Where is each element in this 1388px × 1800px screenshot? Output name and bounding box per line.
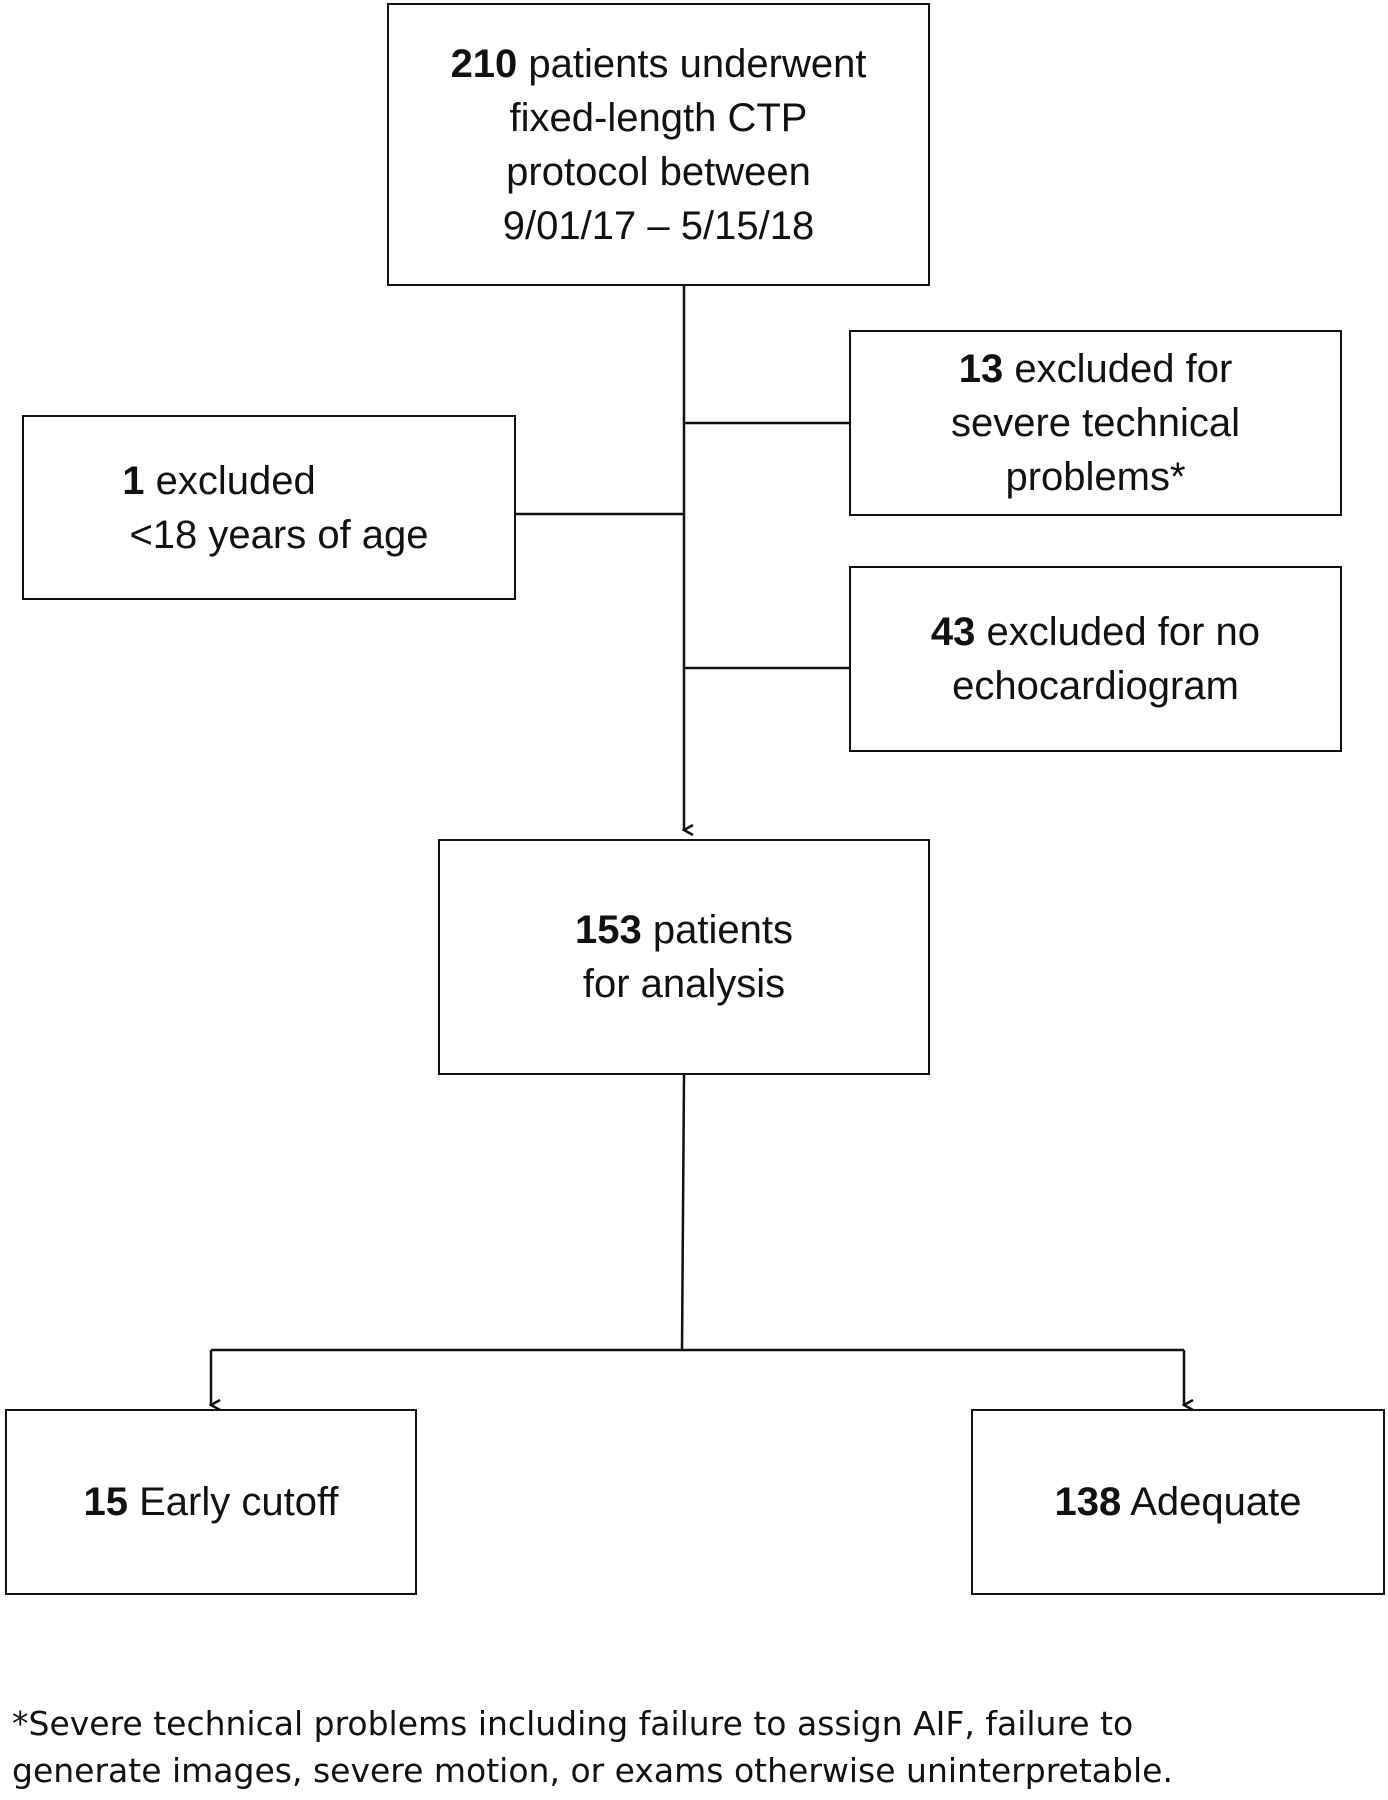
footnote: *Severe technical problems including fai… <box>12 1700 1382 1794</box>
footnote-line1: *Severe technical problems including fai… <box>12 1704 1134 1743</box>
enrolled-patients-box: 210 patients underwent fixed-length CTP … <box>387 3 930 286</box>
echo-exclusion-line2: echocardiogram <box>952 664 1239 708</box>
enrolled-line3: protocol between <box>506 149 811 194</box>
enrolled-line2: fixed-length CTP <box>509 95 808 140</box>
technical-exclusion-line2: severe technical <box>950 401 1241 445</box>
technical-exclusion-line3: problems* <box>1005 455 1186 499</box>
analysis-count: 153 <box>575 908 642 952</box>
early-cutoff-box: 15 Early cutoff <box>5 1409 417 1595</box>
lower-stem-line <box>680 1074 686 1351</box>
early-cutoff-label: Early cutoff <box>128 1480 339 1524</box>
enrolled-line4: 9/01/17 – 5/15/18 <box>502 203 815 248</box>
technical-exclusion-line1: excluded for <box>1003 347 1233 391</box>
adequate-label: Adequate <box>1121 1480 1302 1524</box>
analysis-line1: patients <box>641 908 793 952</box>
enrolled-count: 210 <box>450 41 518 86</box>
echo-exclusion-line1: excluded for no <box>975 610 1261 654</box>
enrolled-line1: patients underwent <box>517 41 867 86</box>
analysis-line2: for analysis <box>582 962 786 1006</box>
analysis-box: 153 patients for analysis <box>438 839 930 1075</box>
technical-exclusion-box: 13 excluded for severe technical problem… <box>849 330 1342 516</box>
age-exclusion-line2: <18 years of age <box>129 512 429 557</box>
technical-exclusion-count: 13 <box>958 347 1004 391</box>
adequate-count: 138 <box>1054 1480 1122 1524</box>
footnote-line2: generate images, severe motion, or exams… <box>12 1751 1173 1790</box>
echo-exclusion-box: 43 excluded for no echocardiogram <box>849 566 1342 752</box>
age-exclusion-box: 1 excluded <18 years of age <box>22 415 516 600</box>
age-exclusion-line1: excluded <box>144 458 316 503</box>
echo-exclusion-count: 43 <box>930 610 976 654</box>
adequate-box: 138 Adequate <box>971 1409 1385 1595</box>
age-exclusion-count: 1 <box>122 458 145 503</box>
early-cutoff-count: 15 <box>83 1480 129 1524</box>
